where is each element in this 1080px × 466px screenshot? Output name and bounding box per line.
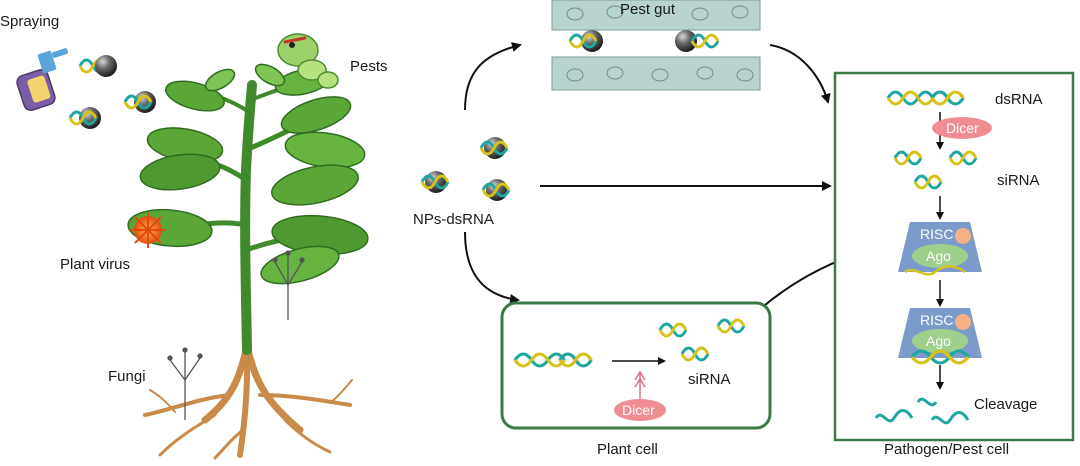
pests-label: Pests — [350, 58, 388, 75]
fungi-label: Fungi — [108, 368, 146, 385]
sirna-label-plant: siRNA — [688, 371, 731, 388]
pathogen-pest-cell — [833, 71, 1075, 442]
sprayed-nanoparticles — [68, 55, 156, 129]
pathogen-pest-cell-label: Pathogen/Pest cell — [884, 441, 1010, 458]
fungi-icon — [167, 250, 305, 420]
plant-cell-label: Plant cell — [597, 441, 658, 458]
cleavage-label: Cleavage — [974, 396, 1038, 413]
spray-bottle-icon — [16, 48, 69, 111]
ago-label-2: Ago — [926, 333, 951, 349]
pest-gut — [551, 0, 761, 91]
virus-icon — [130, 212, 166, 248]
spraying-label: Spraying — [0, 13, 60, 30]
nanoparticle-cluster — [420, 137, 511, 201]
plant-cell — [500, 301, 772, 430]
plant-roots — [143, 341, 353, 460]
dicer-label-plant: Dicer — [622, 402, 655, 418]
risc-label-1: RISC — [920, 226, 954, 242]
ago-label-1: Ago — [926, 248, 951, 264]
dicer-label-right: Dicer — [946, 120, 979, 136]
pest-gut-label: Pest gut — [620, 1, 676, 18]
plant-leaves — [127, 63, 369, 285]
dsrna-label: dsRNA — [995, 91, 1043, 108]
risc-label-2: RISC — [920, 312, 954, 328]
plant-virus-label: Plant virus — [60, 256, 131, 273]
sirna-label-right: siRNA — [997, 172, 1040, 189]
nps-dsrna-label: NPs-dsRNA — [413, 211, 494, 228]
caterpillar-icon — [277, 33, 339, 89]
